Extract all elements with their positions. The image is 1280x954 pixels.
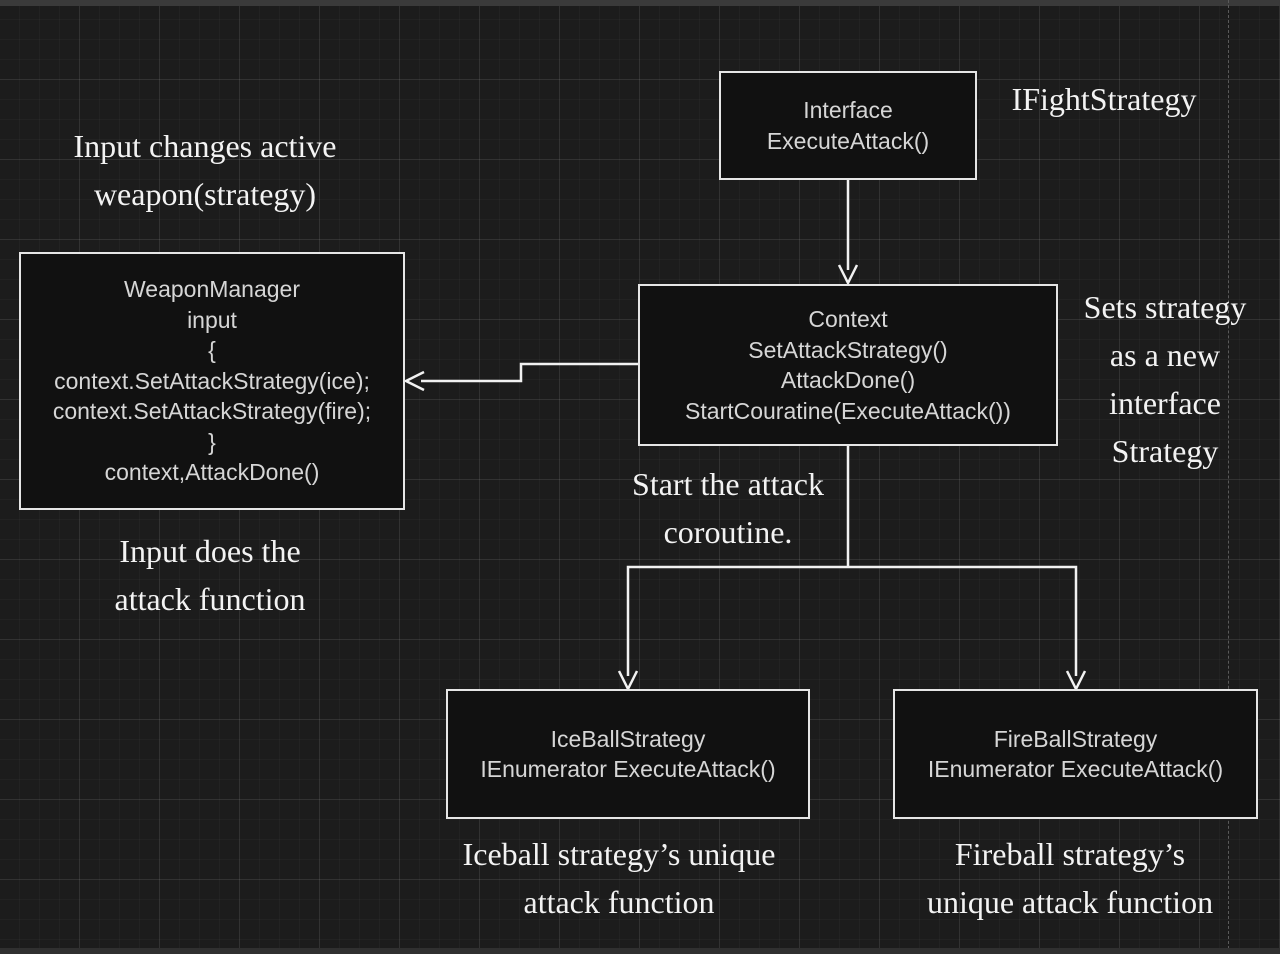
weapon-manager-bottom-note-line: Input does the [119, 533, 301, 569]
fire-ball-strategy-box-line: FireBallStrategy [993, 725, 1158, 752]
weapon-manager-box-line: { [208, 337, 216, 364]
ice-ball-strategy-note-line: attack function [523, 884, 715, 920]
fire-ball-strategy-note-line: unique attack function [926, 884, 1214, 920]
ice-ball-strategy-box-line: IEnumerator ExecuteAttack() [480, 756, 776, 782]
page-boundary-guide [1228, 0, 1229, 954]
context-box-line: SetAttackStrategy() [748, 336, 948, 363]
context-bottom-note-line: coroutine. [663, 514, 793, 550]
weapon-manager-box: WeaponManager input { context.SetAttackS… [19, 252, 405, 510]
interface-note-text: IFightStrategy [1011, 81, 1197, 117]
connector-split-to-ice [626, 565, 848, 676]
weapon-manager-bottom-note-line: attack function [114, 581, 306, 617]
interface-box-line: ExecuteAttack() [766, 127, 930, 154]
context-side-note-line: as a new [1109, 337, 1221, 373]
interface-note: IFightStrategy [1000, 75, 1208, 123]
ice-ball-strategy-box: IceBallStrategy IEnumerator ExecuteAttac… [446, 689, 810, 819]
top-frame-border [0, 0, 1280, 6]
context-side-note-line: interface [1109, 385, 1221, 421]
context-box: Context SetAttackStrategy() AttackDone()… [638, 284, 1058, 446]
context-bottom-note: Start the attack coroutine. [603, 460, 853, 556]
fire-ball-strategy-box: FireBallStrategy IEnumerator ExecuteAtta… [893, 689, 1258, 819]
weapon-manager-box-line: context.SetAttackStrategy(ice); [54, 367, 370, 394]
context-box-line: Context [808, 306, 888, 332]
weapon-manager-box-line: context,AttackDone() [104, 459, 320, 486]
weapon-manager-box-line: context.SetAttackStrategy(fire); [52, 398, 372, 425]
context-side-note: Sets strategy as a new interface Strateg… [1064, 283, 1266, 475]
weapon-manager-box-line: input [187, 306, 237, 333]
context-box-line: AttackDone() [780, 367, 916, 393]
weapon-manager-top-note-line: weapon(strategy) [93, 176, 317, 212]
weapon-manager-box-line: } [208, 428, 216, 455]
fire-ball-strategy-note-line: Fireball strategy’s [954, 836, 1186, 872]
arrowhead-to-context [837, 264, 859, 286]
arrowhead-to-weapon-manager [403, 370, 425, 392]
context-box-line: StartCouratine(ExecuteAttack()) [685, 397, 1011, 424]
ice-ball-strategy-note-line: Iceball strategy’s unique [462, 836, 776, 872]
weapon-manager-top-note: Input changes active weapon(strategy) [30, 122, 380, 218]
fire-ball-strategy-note: Fireball strategy’s unique attack functi… [895, 830, 1245, 926]
bottom-frame-border [0, 948, 1280, 954]
weapon-manager-box-line: WeaponManager [123, 276, 301, 303]
context-bottom-note-line: Start the attack [632, 466, 824, 502]
weapon-manager-bottom-note: Input does the attack function [60, 527, 360, 623]
ice-ball-strategy-box-line: IceBallStrategy [550, 725, 706, 752]
weapon-manager-top-note-line: Input changes active [73, 128, 337, 164]
connector-context-to-weapon-manager [421, 362, 638, 383]
ice-ball-strategy-note: Iceball strategy’s unique attack functio… [428, 830, 810, 926]
interface-box-line: Interface [803, 97, 893, 123]
context-side-note-line: Sets strategy [1083, 289, 1247, 325]
context-side-note-line: Strategy [1111, 433, 1219, 469]
fire-ball-strategy-box-line: IEnumerator ExecuteAttack() [927, 756, 1224, 782]
connector-split-to-fire [848, 565, 1078, 676]
interface-box: Interface ExecuteAttack() [719, 71, 977, 180]
